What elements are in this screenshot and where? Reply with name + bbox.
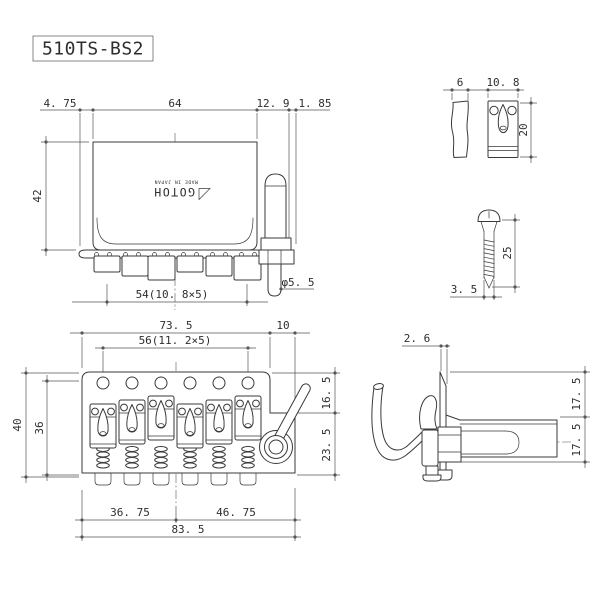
dim-side-lower: 17. 5 — [570, 423, 583, 456]
dim-side-upper: 17. 5 — [570, 377, 583, 410]
dim-plan-offset-end: 1. 85 — [298, 97, 331, 110]
side-block — [445, 414, 558, 458]
gotoh-logo: GOTOH MADE IN JAPAN — [153, 179, 211, 201]
clamp-front-view — [487, 100, 519, 158]
logo-origin-text: MADE IN JAPAN — [154, 179, 198, 185]
dim-plan-string-pitch: 54(10. 8×5) — [136, 288, 209, 301]
plan-view: GOTOH MADE IN JAPAN — [31, 97, 332, 310]
front-bottom-tabs — [94, 472, 257, 486]
plan-tremolo-arm — [258, 173, 295, 297]
dim-clamp-thickness: 6 — [457, 76, 464, 89]
dim-front-span-right: 46. 75 — [216, 506, 256, 519]
drawing-title: 510TS-BS2 — [42, 39, 144, 60]
logo-brand-text: GOTOH — [153, 185, 195, 199]
dim-front-string-pitch: 56(11. 2×5) — [139, 334, 212, 347]
screw-drawing — [477, 209, 501, 289]
dim-front-arm-offset: 10 — [276, 319, 289, 332]
dim-clamp-width: 10. 8 — [486, 76, 519, 89]
clamp-part-view: 6 10. 8 20 — [443, 76, 537, 163]
front-view: 73. 5 10 56(11. 2×5) 40 36 16. 5 23. 5 3… — [11, 319, 340, 541]
clamp-side-profile — [450, 100, 469, 158]
title-block: 510TS-BS2 — [32, 35, 154, 62]
front-string-holes — [96, 376, 255, 390]
dim-plan-span-main: 64 — [168, 97, 182, 110]
dim-front-height-body: 36 — [33, 421, 46, 434]
side-arm-mount — [419, 395, 462, 482]
side-tremolo-arm — [371, 383, 426, 461]
dim-front-drop-upper: 16. 5 — [320, 376, 333, 409]
dim-plan-depth: 42 — [31, 189, 44, 202]
dim-front-body-width: 73. 5 — [159, 319, 192, 332]
front-arm-socket — [259, 383, 311, 464]
dim-screw-diameter: 3. 5 — [451, 283, 478, 296]
dim-plan-offset-right: 12. 9 — [256, 97, 289, 110]
dim-front-width-total: 83. 5 — [171, 523, 204, 536]
dim-clamp-height: 20 — [517, 123, 530, 136]
plan-arm-shaft — [267, 263, 282, 297]
dim-front-height-total: 40 — [11, 418, 24, 431]
dim-side-plate-thickness: 2. 6 — [404, 332, 431, 345]
dim-plan-offset-left: 4. 75 — [43, 97, 76, 110]
side-view: 2. 6 17. 5 17. 5 — [371, 332, 590, 482]
dim-front-drop-lower: 23. 5 — [320, 428, 333, 461]
front-tremolo-arm — [272, 383, 311, 444]
dim-front-span-left: 36. 75 — [110, 506, 150, 519]
mounting-screw-view: 25 3. 5 — [450, 209, 520, 300]
dim-screw-length: 25 — [501, 246, 514, 259]
plan-saddles — [93, 255, 262, 281]
dim-plan-arm-dia: φ5. 5 — [281, 276, 314, 289]
